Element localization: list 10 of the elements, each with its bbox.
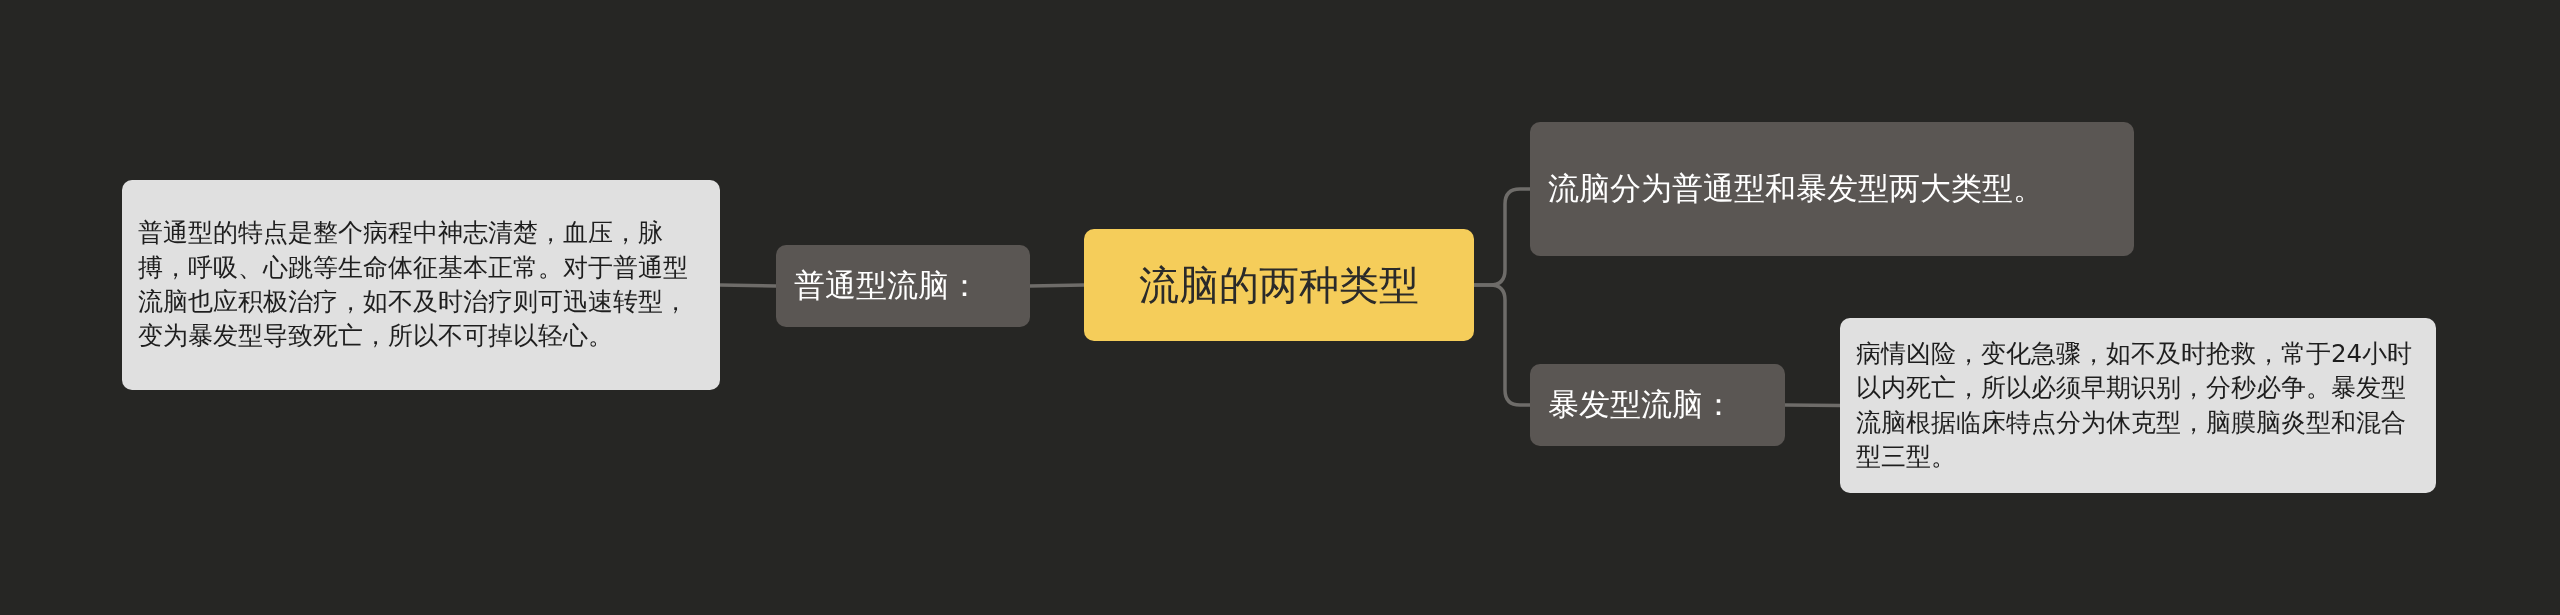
- topic-box: 普通型流脑：: [776, 245, 1030, 327]
- connector-line: [1029, 283, 1085, 288]
- connector-line: [1785, 403, 1840, 408]
- note-box: 病情凶险，变化急骤，如不及时抢救，常于24小时以内死亡，所以必须早期识别，分秒必争。暴发型流脑根据临床特点分为休克型，脑膜脑炎型和混合型三型。: [1840, 318, 2436, 493]
- topic-box: 暴发型流脑：: [1530, 364, 1785, 446]
- connector-line: [719, 283, 777, 288]
- note-box: 普通型的特点是整个病程中神志清楚，血压，脉搏，呼吸、心跳等生命体征基本正常。对于普通型流脑也应积极治疗，如不及时治疗则可迅速转型，变为暴发型导致死亡，所以不可掉以轻心。: [122, 180, 720, 390]
- root-topic-box: 流脑的两种类型: [1084, 229, 1474, 341]
- connector-line: [1474, 283, 1530, 407]
- topic-box: 流脑分为普通型和暴发型两大类型。: [1530, 122, 2134, 256]
